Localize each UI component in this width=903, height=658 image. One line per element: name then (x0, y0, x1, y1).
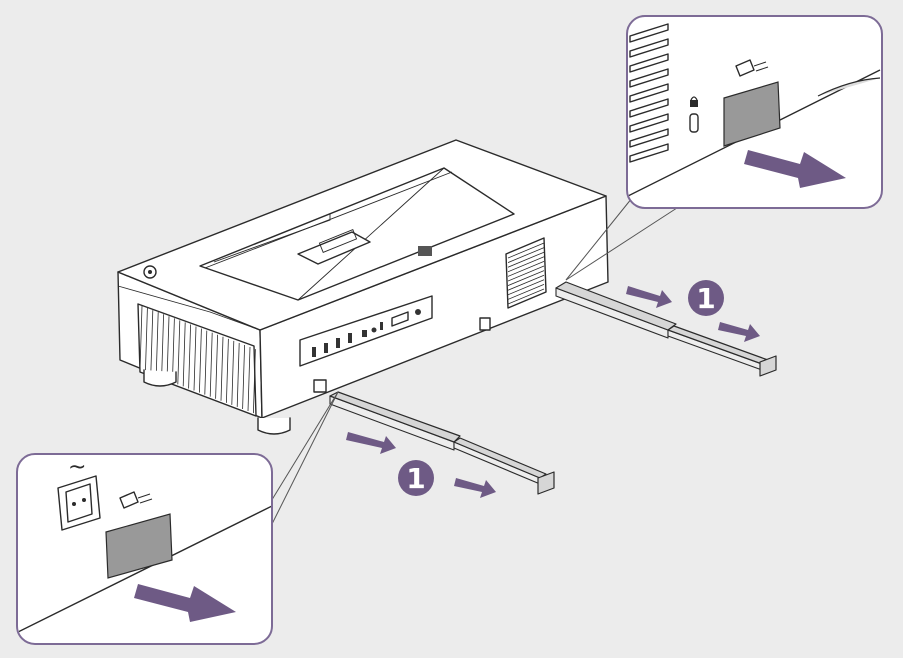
vent-slat (507, 288, 545, 305)
right-rail (555, 281, 777, 377)
vent-slat (193, 326, 197, 391)
vent-slat (253, 349, 256, 414)
svg-text:1: 1 (696, 282, 715, 315)
callout-arrow-bottom-left (134, 584, 236, 622)
arrow-right-2 (718, 322, 760, 342)
power-inlet (313, 379, 327, 393)
vent-slat (247, 347, 251, 412)
vent-slat (226, 338, 229, 403)
vent-slat (629, 128, 669, 148)
vent-slat (629, 53, 669, 73)
connector-ports (312, 309, 421, 357)
vent-slat (139, 305, 143, 371)
vent-slat (209, 332, 213, 397)
right-rail-end-stop (759, 355, 777, 377)
vent-slat (242, 344, 245, 410)
callout-leaders (261, 197, 681, 529)
vent-slat (507, 270, 545, 286)
ac-power-symbol: ~ (68, 455, 86, 480)
arrow-right-1 (626, 286, 672, 308)
projector (117, 139, 609, 435)
vent-slat (236, 342, 240, 407)
step-badge-left: 1 (398, 460, 434, 496)
callout-vent-slats (629, 23, 669, 163)
vent-slat (629, 143, 669, 163)
vent-slat (182, 322, 186, 387)
vent-slat (629, 38, 669, 58)
vent-slat (629, 113, 669, 133)
callout-arrow-top-right (744, 150, 846, 188)
arrow-left-2 (454, 478, 496, 498)
vent-slat (155, 312, 159, 377)
callout-bottom-left: ~ (16, 453, 273, 645)
left-rail (329, 391, 555, 495)
vent-slat (507, 251, 545, 268)
front-vent-grill (137, 303, 257, 417)
pull-arrows (346, 286, 760, 498)
vent-slat (177, 320, 181, 385)
vent-slat (629, 83, 669, 103)
arrow-left-1 (346, 432, 396, 454)
vent-slat (507, 284, 545, 300)
callout-top-right (626, 15, 883, 209)
release-switch-icon (735, 59, 769, 77)
vent-slat (507, 274, 545, 291)
svg-text:1: 1 (406, 462, 425, 495)
ac-inlet-icon (57, 475, 101, 531)
vent-slat (215, 334, 218, 399)
vent-slat (629, 98, 669, 118)
lock-icon (690, 96, 698, 107)
vent-slat (507, 265, 545, 282)
vent-slat (507, 242, 545, 259)
vent-slat (145, 308, 148, 373)
rail-tab-bottom-left (105, 513, 173, 579)
vent-slat (629, 68, 669, 88)
vent-slat (166, 316, 170, 381)
side-latch (479, 317, 491, 331)
foot-front-left (143, 369, 177, 387)
vent-slat (220, 336, 224, 401)
vent-slat (204, 330, 208, 395)
vent-slat (507, 261, 545, 277)
vent-slat (188, 324, 191, 389)
foot-front-right (257, 417, 291, 435)
brand-logo (418, 246, 432, 256)
vent-slat (172, 318, 175, 383)
vent-slat (507, 256, 545, 273)
left-rail-end-stop (537, 471, 555, 495)
vent-slat (199, 328, 202, 393)
vent-slat (150, 310, 154, 375)
step-badge-right: 1 (688, 280, 724, 316)
vent-slat (507, 247, 545, 263)
lock-slot (689, 113, 699, 133)
release-switch-icon (119, 491, 153, 509)
vent-slat (161, 314, 164, 379)
vent-slat (231, 340, 235, 405)
vent-slat (629, 23, 669, 43)
rail-tab-top-right (723, 81, 781, 147)
side-vent-grill (505, 237, 547, 309)
vent-slat (507, 279, 545, 296)
